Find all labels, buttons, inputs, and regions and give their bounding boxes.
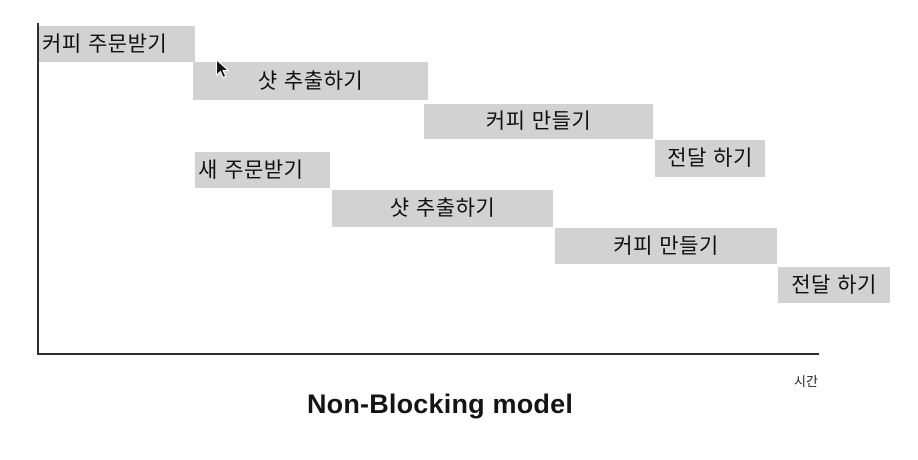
diagram-title: Non-Blocking model bbox=[306, 389, 574, 419]
task-bar: 전달 하기 bbox=[655, 140, 765, 177]
task-bar: 전달 하기 bbox=[778, 267, 890, 303]
x-axis-line bbox=[37, 353, 819, 355]
y-axis-line bbox=[37, 23, 39, 354]
task-bar: 커피 만들기 bbox=[424, 104, 653, 139]
task-bar: 샷 추출하기 bbox=[193, 62, 428, 100]
time-axis-label: 시간 bbox=[794, 374, 818, 389]
mouse-cursor-icon bbox=[215, 59, 230, 79]
task-bar: 커피 만들기 bbox=[555, 228, 777, 264]
task-bar: 샷 추출하기 bbox=[332, 190, 553, 227]
task-bar: 새 주문받기 bbox=[195, 152, 330, 188]
task-bar: 커피 주문받기 bbox=[39, 26, 195, 62]
